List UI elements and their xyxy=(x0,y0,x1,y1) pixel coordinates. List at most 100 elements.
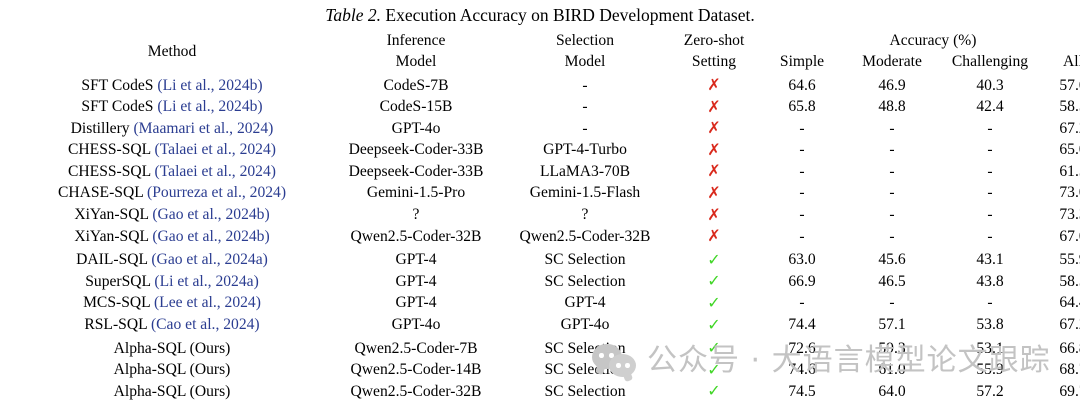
cell-accuracy-challenging: 57.2 xyxy=(976,382,1004,400)
citation-link[interactable]: (Talaei et al., 2024) xyxy=(154,141,276,159)
horizontal-rule xyxy=(14,403,1080,405)
cell-accuracy-moderate: 48.8 xyxy=(878,98,906,116)
cell-accuracy-simple: 66.9 xyxy=(788,272,816,290)
cell-inference-model: GPT-4o xyxy=(391,119,441,137)
cell-accuracy-moderate: 57.1 xyxy=(878,316,906,334)
cell-zero-shot-setting: ✗ xyxy=(668,97,760,119)
cell-selection-model: GPT-4 xyxy=(564,294,606,312)
cell-accuracy-moderate: 46.9 xyxy=(878,76,906,94)
cell-zero-shot-setting: ✓ xyxy=(668,271,760,293)
cell-method: XiYan-SQL (Gao et al., 2024b) xyxy=(74,206,270,224)
cell-accuracy-simple: - xyxy=(799,227,805,245)
column-header-zero-shot-line1: Zero-shot xyxy=(683,32,745,50)
citation-link[interactable]: (Li et al., 2024b) xyxy=(157,98,263,116)
cell-zero-shot-setting: ✗ xyxy=(668,205,760,227)
cell-accuracy-all: 64.4 xyxy=(1059,294,1080,312)
citation-link[interactable]: (Gao et al., 2024b) xyxy=(152,206,270,224)
cell-selection-model: GPT-4o xyxy=(560,316,610,334)
cell-inference-model: GPT-4 xyxy=(395,294,437,312)
column-header-accuracy-group: Accuracy (%) xyxy=(889,32,977,50)
column-header-zero-shot-line2: Setting xyxy=(691,53,737,71)
check-icon: ✓ xyxy=(707,271,721,291)
cell-zero-shot-setting: ✓ xyxy=(668,315,760,337)
check-icon: ✓ xyxy=(707,314,721,334)
cell-zero-shot-setting: ✓ xyxy=(668,381,760,403)
citation-link[interactable]: (Talaei et al., 2024) xyxy=(154,162,276,180)
cell-method: SFT CodeS (Li et al., 2024b) xyxy=(81,76,263,94)
check-icon: ✓ xyxy=(707,249,721,269)
cell-accuracy-simple: 64.6 xyxy=(788,76,816,94)
cell-selection-model: SC Selection xyxy=(544,339,626,357)
cell-zero-shot-setting: ✗ xyxy=(668,226,760,248)
cell-accuracy-all: 68.7 xyxy=(1059,361,1080,379)
column-header-all: All xyxy=(1063,53,1080,71)
citation-link[interactable]: (Cao et al., 2024) xyxy=(150,316,260,334)
cross-icon: ✗ xyxy=(707,182,721,202)
cell-inference-model: Qwen2.5-Coder-7B xyxy=(354,339,478,357)
cell-accuracy-challenging: 53.8 xyxy=(976,316,1004,334)
table-row: SFT CodeS (Li et al., 2024b)CodeS-15B-✗6… xyxy=(14,97,1080,119)
cell-accuracy-all: 66.8 xyxy=(1059,339,1080,357)
cell-accuracy-all: 69.7 xyxy=(1059,382,1080,400)
cell-accuracy-all: 67.2 xyxy=(1059,119,1080,137)
citation-link[interactable]: (Li et al., 2024a) xyxy=(154,272,259,290)
citation-link[interactable]: (Gao et al., 2024a) xyxy=(151,251,268,269)
cell-accuracy-challenging: - xyxy=(987,294,993,312)
cell-inference-model: Deepseek-Coder-33B xyxy=(348,141,484,159)
cell-method: Alpha-SQL (Ours) xyxy=(113,382,231,400)
cell-accuracy-moderate: - xyxy=(889,227,895,245)
check-icon: ✓ xyxy=(707,292,721,312)
cell-accuracy-moderate: 46.5 xyxy=(878,272,906,290)
cell-zero-shot-setting: ✗ xyxy=(668,140,760,162)
table-row: XiYan-SQL (Gao et al., 2024b) Qwen2.5-Cod… xyxy=(14,226,1080,248)
table-row: Distillery (Maamari et al., 2024)GPT-4o-… xyxy=(14,118,1080,140)
cross-icon: ✗ xyxy=(707,96,721,116)
cell-accuracy-all: 61.5 xyxy=(1059,162,1080,180)
cell-accuracy-all: 67.0 xyxy=(1059,227,1080,245)
cell-selection-model: SC Selection xyxy=(544,251,626,269)
column-header-method: Method xyxy=(147,42,197,60)
cell-inference-model: GPT-4 xyxy=(395,251,437,269)
cell-inference-model: Deepseek-Coder-33B xyxy=(348,162,484,180)
cell-method: Alpha-SQL (Ours) xyxy=(113,361,231,379)
cell-accuracy-simple: 74.4 xyxy=(788,316,816,334)
cell-inference-model: Gemini-1.5-Pro xyxy=(366,184,466,202)
citation-link[interactable]: (Gao et al., 2024b) xyxy=(152,227,270,245)
cell-zero-shot-setting: ✓ xyxy=(668,338,760,360)
cell-selection-model: SC Selection xyxy=(544,382,626,400)
cell-accuracy-moderate: - xyxy=(889,119,895,137)
cell-method: XiYan-SQL (Gao et al., 2024b) xyxy=(74,227,270,245)
column-header-selection-model-line1: Selection xyxy=(555,32,615,50)
table-row: CHASE-SQL (Pourreza et al., 2024)Gemini-… xyxy=(14,183,1080,205)
cell-selection-model: - xyxy=(582,76,588,94)
cell-accuracy-moderate: - xyxy=(889,141,895,159)
cell-accuracy-simple: - xyxy=(799,184,805,202)
cell-zero-shot-setting: ✗ xyxy=(668,75,760,97)
cell-accuracy-simple: 63.0 xyxy=(788,251,816,269)
citation-link[interactable]: (Lee et al., 2024) xyxy=(153,294,261,312)
cell-accuracy-moderate: - xyxy=(889,206,895,224)
citation-link[interactable]: (Maamari et al., 2024) xyxy=(133,119,274,137)
citation-link[interactable]: (Li et al., 2024b) xyxy=(157,76,263,94)
cell-accuracy-all: 57.0 xyxy=(1059,76,1080,94)
cell-accuracy-simple: - xyxy=(799,206,805,224)
cell-accuracy-challenging: 43.1 xyxy=(976,251,1004,269)
cell-zero-shot-setting: ✓ xyxy=(668,360,760,382)
table-caption: Table 2. Execution Accuracy on BIRD Deve… xyxy=(0,4,1080,26)
citation-link[interactable]: (Pourreza et al., 2024) xyxy=(147,184,287,202)
cell-accuracy-challenging: - xyxy=(987,141,993,159)
cell-accuracy-moderate: 45.6 xyxy=(878,251,906,269)
cell-method: CHESS-SQL (Talaei et al., 2024) xyxy=(68,162,276,180)
cell-accuracy-all: 73.3 xyxy=(1059,206,1080,224)
cell-inference-model: Qwen2.5-Coder-32B xyxy=(350,227,482,245)
cell-accuracy-challenging: - xyxy=(987,227,993,245)
cross-icon: ✗ xyxy=(707,75,721,94)
